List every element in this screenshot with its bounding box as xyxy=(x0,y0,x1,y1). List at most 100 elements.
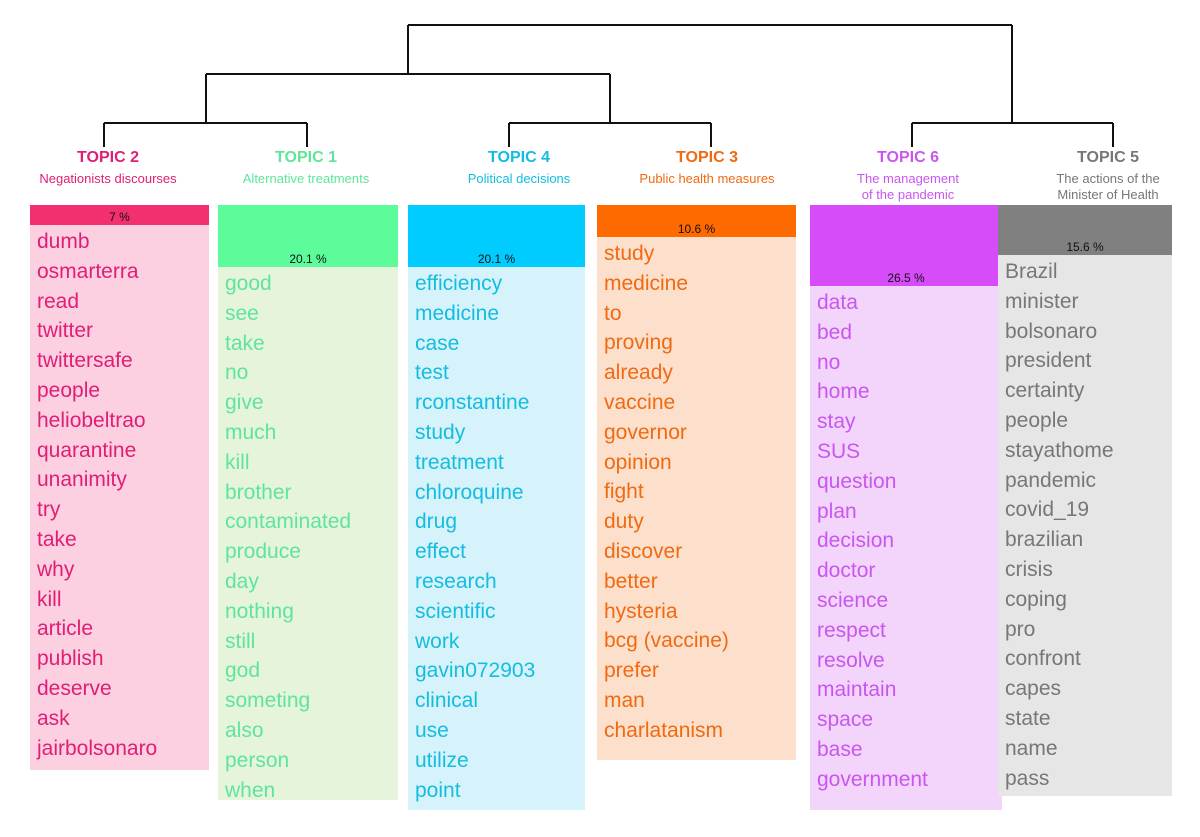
topic-word: people xyxy=(1005,408,1069,432)
topic-word: study xyxy=(604,242,655,265)
topic-word: people xyxy=(37,378,101,402)
topic-percent-label: 20.1 % xyxy=(289,252,327,266)
topic-word: when xyxy=(225,778,276,802)
topic-word: SUS xyxy=(817,439,861,463)
topic-word: take xyxy=(225,331,265,355)
topic-word: effect xyxy=(415,540,466,564)
topic-word: quarantine xyxy=(37,438,137,462)
topic-word: treatment xyxy=(415,450,504,474)
topic-word: data xyxy=(817,291,858,314)
topic-word: coping xyxy=(1005,587,1067,611)
topic-word: still xyxy=(225,629,256,653)
topic-word: president xyxy=(1005,349,1092,373)
topic-word: point xyxy=(415,778,461,802)
topic-word: covid_19 xyxy=(1005,498,1090,522)
topic-word: use xyxy=(415,718,449,742)
topic-word: maintain xyxy=(817,678,897,702)
topic-word: medicine xyxy=(415,301,500,325)
topic-word: governor xyxy=(604,420,687,444)
topic-word: contaminated xyxy=(225,510,352,534)
topic-word: plan xyxy=(817,499,857,523)
topic-word: kill xyxy=(37,587,62,611)
topic-word: utilize xyxy=(415,748,469,772)
topic-word: unanimity xyxy=(37,468,127,492)
topic-word: god xyxy=(225,659,261,683)
topic-word: better xyxy=(604,569,658,593)
topic-title-t6: TOPIC 6 xyxy=(877,149,939,166)
topic-word: good xyxy=(225,272,272,295)
topic-word: work xyxy=(415,629,460,653)
topic-word: heliobeltrao xyxy=(37,408,146,432)
topic-word: twitter xyxy=(37,319,94,343)
topic-word: test xyxy=(415,361,449,385)
dendrogram-root-link xyxy=(407,24,1013,123)
topic-word: vaccine xyxy=(604,390,676,414)
topic-percent-label: 15.6 % xyxy=(1066,240,1104,254)
topic-word: pro xyxy=(1005,617,1036,641)
topic-word: proving xyxy=(604,331,673,355)
topic-percent-bar-t2: 7 % xyxy=(30,205,209,225)
topic-word: see xyxy=(225,301,259,325)
topic-word: jairbolsonaro xyxy=(37,736,158,760)
topic-word: clinical xyxy=(415,689,479,713)
topic-word: someting xyxy=(225,689,311,713)
topic-subtitle-line: Political decisions xyxy=(467,171,571,186)
topic-subtitle-line: Minister of Health xyxy=(1057,187,1159,202)
topic-word: why xyxy=(37,557,75,581)
topic-word: resolve xyxy=(817,648,885,672)
topic-word: no xyxy=(225,361,249,385)
topic-title-t5: TOPIC 5 xyxy=(1077,149,1139,166)
topic-word: much xyxy=(225,420,277,444)
topic-percent-bar-t6: 26.5 % xyxy=(810,205,1002,286)
topic-word: opinion xyxy=(604,450,672,474)
topic-word: bolsonaro xyxy=(1005,319,1098,343)
topic-word: fight xyxy=(604,480,644,504)
topic-word: scientific xyxy=(415,599,496,623)
topic-word: deserve xyxy=(37,676,112,700)
topic-word: decision xyxy=(817,529,895,553)
topic-word: study xyxy=(415,420,466,444)
topic-word: try xyxy=(37,498,61,522)
topic-word: space xyxy=(817,708,874,732)
topic-word: person xyxy=(225,748,290,772)
topic-percent-bar-t1: 20.1 % xyxy=(218,205,398,267)
topic-word: prefer xyxy=(604,659,659,683)
topic-word: government xyxy=(817,767,928,791)
topic-word: chloroquine xyxy=(415,480,524,504)
topic-word: question xyxy=(817,469,897,493)
topic-word: to xyxy=(604,301,622,325)
topic-title-t1: TOPIC 1 xyxy=(275,149,337,166)
topic-word: bed xyxy=(817,320,853,344)
topic-word: publish xyxy=(37,647,104,671)
topic-word: drug xyxy=(415,510,458,534)
topic-word: pass xyxy=(1005,766,1050,790)
dendrogram-link-t4-t3 xyxy=(508,122,712,147)
topic-word: give xyxy=(225,391,264,415)
topic-word: respect xyxy=(817,618,886,642)
topic-word: no xyxy=(817,350,841,374)
topic-word: charlatanism xyxy=(604,718,724,742)
topic-word: duty xyxy=(604,510,644,534)
topic-word: certainty xyxy=(1005,379,1085,403)
topic-subtitle-t3: Public health measures xyxy=(607,171,807,187)
topic-word: discover xyxy=(604,539,683,563)
dendrogram-left-link xyxy=(205,73,611,123)
topic-title-t2: TOPIC 2 xyxy=(77,149,139,166)
topic-word: base xyxy=(817,737,863,761)
topic-subtitle-line: Public health measures xyxy=(639,171,775,186)
topic-word: nothing xyxy=(225,599,294,623)
topic-word: science xyxy=(817,588,889,612)
topic-word: crisis xyxy=(1005,557,1053,581)
topic-word: pandemic xyxy=(1005,468,1097,492)
topic-subtitle-line: of the pandemic xyxy=(861,187,955,202)
topic-word: ask xyxy=(37,706,70,730)
topic-word: efficiency xyxy=(415,272,503,295)
topic-word: kill xyxy=(225,450,250,474)
